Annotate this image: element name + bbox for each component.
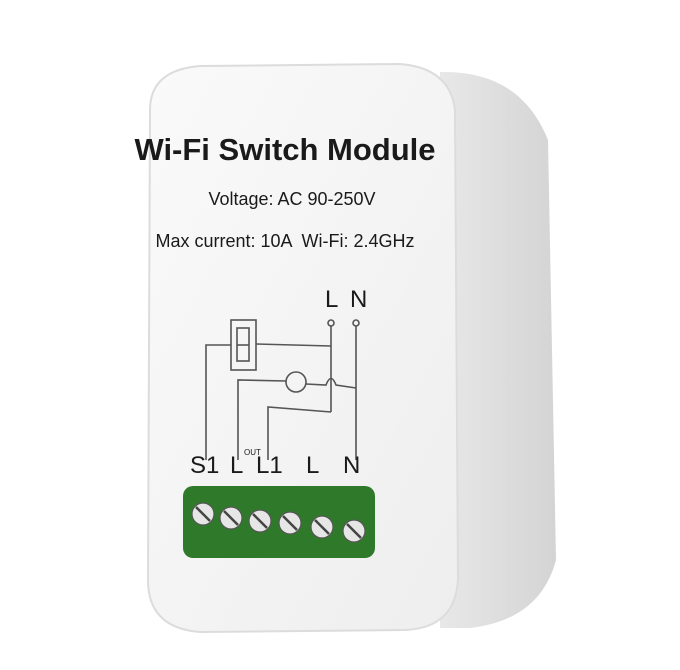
current-wifi-spec: Max current: 10A Wi-Fi: 2.4GHz (155, 231, 414, 251)
wiring-diagram: L N (205, 286, 367, 460)
top-label-n: N (350, 286, 367, 313)
terminal-label-n: N (343, 452, 360, 479)
module-side-face (440, 71, 556, 628)
product-title: Wi-Fi Switch Module (134, 132, 435, 167)
lamp-symbol (285, 371, 307, 393)
terminal-label-l1: L1 (256, 452, 283, 479)
top-label-l: L (325, 286, 338, 313)
terminal-label-lout-sub: OUT (244, 448, 261, 457)
voltage-spec: Voltage: AC 90-250V (208, 189, 375, 209)
terminal-labels: S1 L OUT L1 L N (190, 448, 360, 495)
terminal-block (183, 486, 375, 558)
terminal-label-lout: L (230, 452, 243, 479)
terminal-label-l: L (306, 452, 319, 479)
terminal-label-s1: S1 (190, 452, 219, 479)
